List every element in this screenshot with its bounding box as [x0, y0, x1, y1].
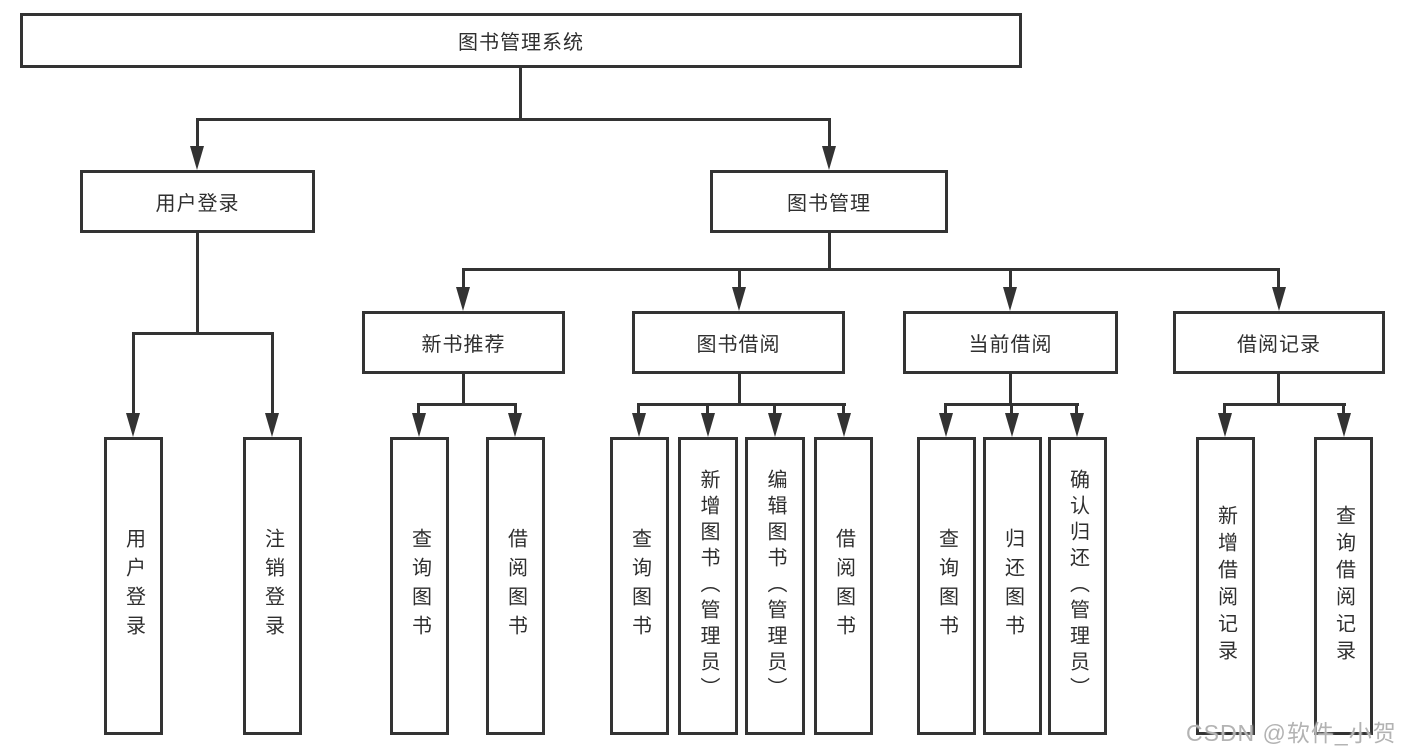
- connector-line: [519, 68, 522, 121]
- connector-line: [1277, 374, 1280, 406]
- leaf-query-borrow-record-label: 查询借阅记录: [1332, 505, 1355, 667]
- leaf-borrowing-query-books-label: 查询图书: [628, 528, 651, 644]
- node-new-book-recommend: 新书推荐: [362, 311, 565, 374]
- connector-line: [462, 268, 1280, 271]
- connector-line: [132, 332, 135, 415]
- leaf-add-borrow-record-label: 新增借阅记录: [1214, 505, 1237, 667]
- connector-line: [828, 118, 831, 150]
- down-arrowhead-icon: [456, 287, 470, 311]
- leaf-recommend-borrow-books-label: 借阅图书: [504, 528, 527, 644]
- down-arrowhead-icon: [1003, 287, 1017, 311]
- connector-line: [417, 403, 420, 415]
- node-new-book-recommend-label: 新书推荐: [421, 334, 506, 356]
- connector-line: [196, 118, 831, 121]
- down-arrowhead-icon: [1005, 413, 1019, 437]
- leaf-query-borrow-record: 查询借阅记录: [1314, 437, 1373, 735]
- connector-line: [1075, 403, 1078, 415]
- node-book-management: 图书管理: [710, 170, 948, 233]
- leaf-logout-label: 注销登录: [261, 528, 284, 644]
- leaf-recommend-query-books: 查询图书: [390, 437, 449, 735]
- down-arrowhead-icon: [837, 413, 851, 437]
- connector-line: [637, 403, 846, 406]
- connector-line: [462, 374, 465, 406]
- node-borrowing-records: 借阅记录: [1173, 311, 1385, 374]
- down-arrowhead-icon: [190, 146, 204, 170]
- node-current-borrowing: 当前借阅: [903, 311, 1118, 374]
- connector-line: [773, 403, 776, 415]
- connector-line: [738, 268, 741, 292]
- down-arrowhead-icon: [1337, 413, 1351, 437]
- leaf-edit-books-admin: 编辑图书（管理员）: [745, 437, 805, 735]
- down-arrowhead-icon: [939, 413, 953, 437]
- connector-line: [1009, 374, 1012, 406]
- leaf-borrowing-query-books: 查询图书: [610, 437, 669, 735]
- node-borrowing-records-label: 借阅记录: [1237, 334, 1321, 356]
- connector-line: [196, 233, 199, 334]
- connector-line: [828, 233, 831, 271]
- node-root-system: 图书管理系统: [20, 13, 1022, 68]
- connector-line: [738, 374, 741, 406]
- leaf-borrow-books-label: 借阅图书: [832, 528, 855, 644]
- leaf-confirm-return-admin-label: 确认归还（管理员）: [1066, 469, 1089, 703]
- leaf-borrow-books: 借阅图书: [814, 437, 873, 735]
- leaf-return-books: 归还图书: [983, 437, 1042, 735]
- leaf-add-borrow-record: 新增借阅记录: [1196, 437, 1255, 735]
- csdn-watermark: CSDN @软件_小贺同学: [1186, 714, 1405, 747]
- connector-line: [1223, 403, 1226, 415]
- down-arrowhead-icon: [732, 287, 746, 311]
- down-arrowhead-icon: [701, 413, 715, 437]
- leaf-add-books-admin-label: 新增图书（管理员）: [697, 469, 719, 703]
- node-user-login: 用户登录: [80, 170, 315, 233]
- leaf-add-books-admin: 新增图书（管理员）: [678, 437, 738, 735]
- connector-line: [417, 403, 517, 406]
- connector-line: [1277, 268, 1280, 292]
- leaf-user-login-label: 用户登录: [122, 528, 145, 644]
- leaf-user-login: 用户登录: [104, 437, 163, 735]
- leaf-recommend-query-books-label: 查询图书: [408, 528, 431, 644]
- leaf-current-query-books-label: 查询图书: [935, 528, 958, 644]
- connector-line: [842, 403, 845, 415]
- connector-line: [462, 268, 465, 292]
- csdn-watermark-text: CSDN @软件_小贺同学: [1186, 720, 1397, 746]
- down-arrowhead-icon: [768, 413, 782, 437]
- node-book-borrowing-label: 图书借阅: [696, 334, 781, 356]
- connector-line: [1342, 403, 1345, 415]
- node-user-login-label: 用户登录: [155, 193, 240, 215]
- down-arrowhead-icon: [126, 413, 140, 437]
- down-arrowhead-icon: [1070, 413, 1084, 437]
- connector-line: [271, 332, 274, 415]
- connector-line: [637, 403, 640, 415]
- node-root-label: 图书管理系统: [458, 32, 584, 54]
- leaf-recommend-borrow-books: 借阅图书: [486, 437, 545, 735]
- connector-line: [514, 403, 517, 415]
- node-book-management-label: 图书管理: [787, 193, 871, 215]
- node-book-borrowing: 图书借阅: [632, 311, 845, 374]
- down-arrowhead-icon: [508, 413, 522, 437]
- down-arrowhead-icon: [632, 413, 646, 437]
- leaf-current-query-books: 查询图书: [917, 437, 976, 735]
- connector-line: [706, 403, 709, 415]
- down-arrowhead-icon: [1218, 413, 1232, 437]
- down-arrowhead-icon: [822, 146, 836, 170]
- connector-line: [132, 332, 274, 335]
- leaf-confirm-return-admin: 确认归还（管理员）: [1048, 437, 1107, 735]
- connector-line: [1010, 403, 1013, 415]
- connector-line: [1009, 268, 1012, 292]
- leaf-edit-books-admin-label: 编辑图书（管理员）: [764, 469, 786, 703]
- connector-line: [196, 118, 199, 150]
- connector-line: [1223, 403, 1346, 406]
- connector-line: [944, 403, 947, 415]
- down-arrowhead-icon: [1272, 287, 1286, 311]
- leaf-logout: 注销登录: [243, 437, 302, 735]
- down-arrowhead-icon: [412, 413, 426, 437]
- node-current-borrowing-label: 当前借阅: [968, 334, 1053, 356]
- down-arrowhead-icon: [265, 413, 279, 437]
- leaf-return-books-label: 归还图书: [1001, 528, 1024, 644]
